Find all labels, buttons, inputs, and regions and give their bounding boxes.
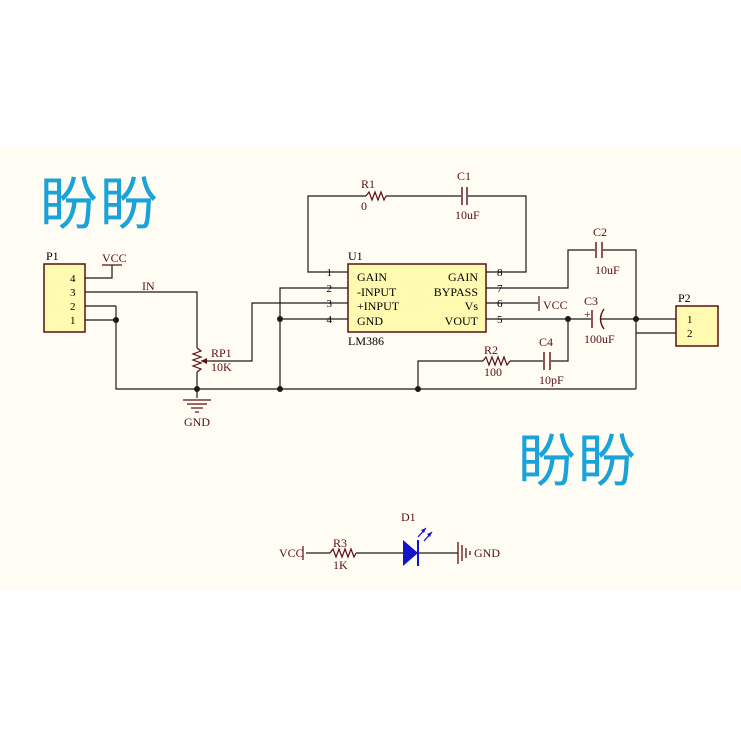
junctions	[113, 316, 639, 392]
junction-dot	[194, 386, 200, 392]
junction-dot	[633, 316, 639, 322]
resistor-r3: R3 1K	[329, 536, 357, 572]
c3-value: 100uF	[584, 332, 615, 346]
c1-value: 10uF	[455, 208, 480, 222]
connector-p1: P1 4 3 2 1	[43, 249, 117, 333]
p1-ref: P1	[46, 249, 59, 263]
d1-ref: D1	[401, 510, 416, 524]
gnd-label: GND	[184, 415, 210, 429]
rp1-ref: RP1	[211, 346, 232, 360]
c3-ref: C3	[584, 294, 598, 308]
watermark-bottom: 盼盼	[518, 427, 639, 495]
u1-pin-name: VOUT	[445, 314, 479, 328]
p1-pin: 3	[70, 287, 76, 299]
junction-dot	[277, 316, 283, 322]
u1-pin-name: BYPASS	[434, 285, 478, 299]
u1-part: LM386	[348, 334, 384, 348]
connector-p2: P2 1 2	[675, 291, 719, 347]
u1-pin-num: 1	[327, 267, 333, 279]
u1-pin-name: Vs	[465, 299, 479, 313]
ic-u1: U1 LM386 1 2 3 4 GAIN -INPUT +INPUT GND …	[327, 249, 508, 348]
u1-pin-name: +INPUT	[357, 299, 400, 313]
capacitor-c1: C1 10uF	[455, 169, 480, 222]
u1-pin-num: 8	[497, 267, 503, 279]
junction-dot	[565, 316, 571, 322]
rp1-value: 10K	[211, 360, 232, 374]
p1-pin: 1	[70, 315, 76, 327]
u1-pin-name: GAIN	[448, 270, 478, 284]
u1-pin-num: 2	[327, 283, 333, 295]
p2-pin: 2	[687, 328, 693, 340]
u1-pin-num: 3	[327, 298, 333, 310]
vcc-label: VCC	[279, 546, 304, 560]
vcc-label: VCC	[543, 298, 568, 312]
p2-ref: P2	[678, 291, 691, 305]
p1-pin: 4	[70, 273, 76, 285]
p2-pin: 1	[687, 314, 693, 326]
u1-pin-num: 4	[327, 314, 333, 326]
r1-ref: R1	[361, 177, 375, 191]
r2-ref: R2	[484, 343, 498, 357]
potentiometer-rp1: RP1 10K	[191, 346, 232, 374]
r3-ref: R3	[333, 536, 347, 550]
vcc-label: VCC	[102, 251, 127, 265]
resistor-r1: R1 0	[361, 177, 387, 213]
wires	[85, 195, 676, 554]
junction-dot	[277, 386, 283, 392]
r2-value: 100	[484, 365, 502, 379]
capacitor-c2: C2 10uF	[593, 225, 620, 277]
watermark-top: 盼盼	[40, 170, 161, 238]
r3-value: 1K	[333, 558, 348, 572]
junction-dot	[415, 386, 421, 392]
u1-pin-num: 5	[497, 314, 503, 326]
c2-ref: C2	[593, 225, 607, 239]
net-label-in: IN	[142, 279, 155, 293]
capacitor-c3: C3 + 100uF	[584, 294, 615, 346]
schematic-sheet	[0, 148, 741, 590]
u1-ref: U1	[348, 249, 363, 263]
p1-pin: 2	[70, 301, 76, 313]
capacitor-c4: C4 10pF	[539, 335, 564, 387]
gnd-symbol	[457, 542, 471, 564]
u1-pin-num: 7	[497, 283, 503, 295]
c2-value: 10uF	[595, 263, 620, 277]
u1-pin-num: 6	[497, 298, 503, 310]
c3-polarity: +	[584, 307, 591, 321]
gnd-label: GND	[474, 546, 500, 560]
led-d1: D1	[401, 510, 433, 566]
u1-pin-name: GND	[357, 314, 383, 328]
gnd-symbol	[183, 399, 211, 413]
r1-value: 0	[361, 199, 367, 213]
c1-ref: C1	[457, 169, 471, 183]
c4-value: 10pF	[539, 373, 564, 387]
c4-ref: C4	[539, 335, 553, 349]
u1-pin-name: -INPUT	[357, 285, 397, 299]
u1-pin-name: GAIN	[357, 270, 387, 284]
resistor-r2: R2 100	[482, 343, 511, 379]
